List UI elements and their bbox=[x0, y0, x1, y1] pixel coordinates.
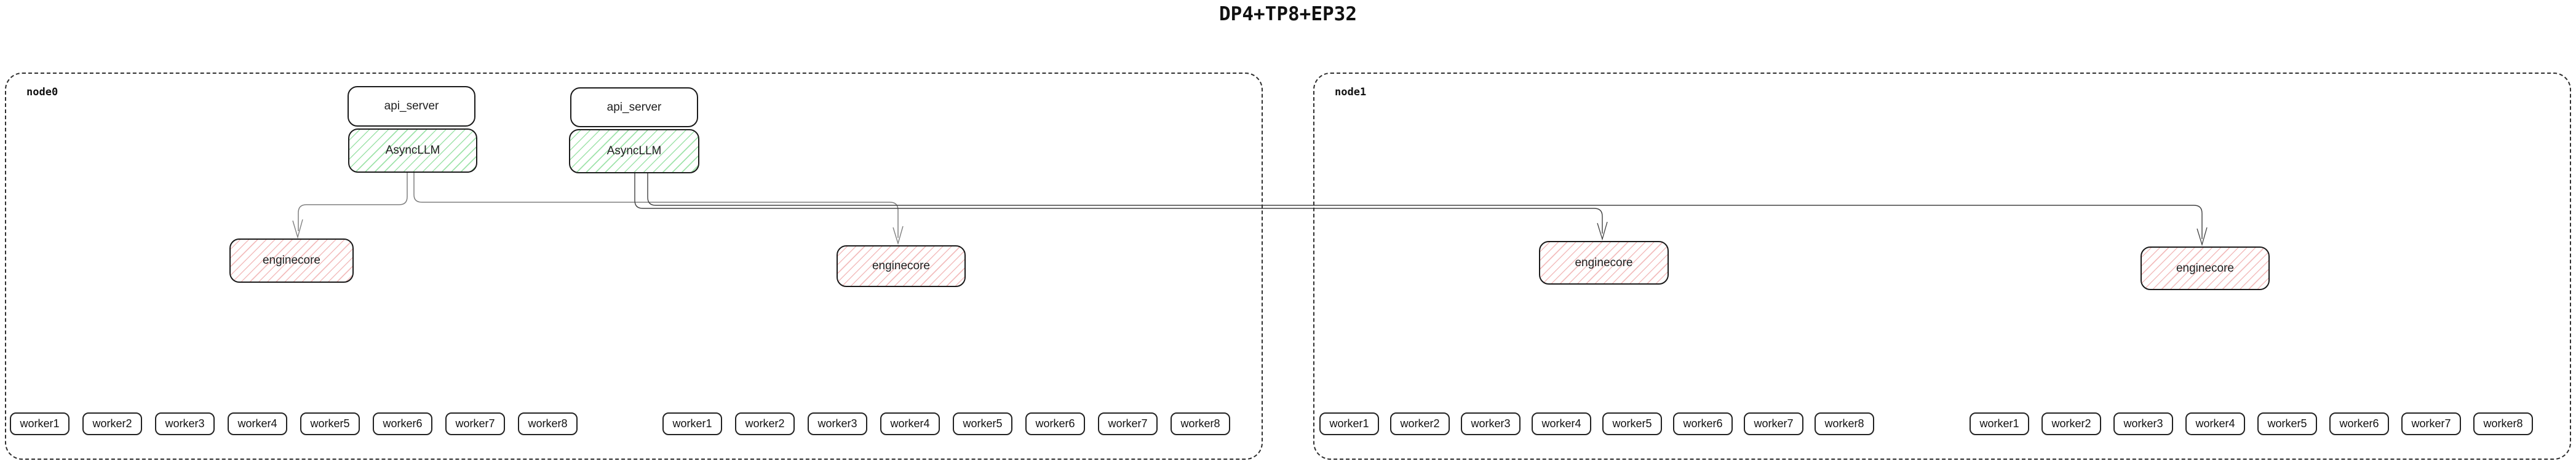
diagram-title: DP4+TP8+EP32 bbox=[1219, 3, 1357, 25]
worker-group-2: worker1 worker2 worker3 worker4 worker5 worke… bbox=[1319, 412, 1874, 435]
worker-group-1: worker1 worker2 worker3 worker4 worker5 worke… bbox=[662, 412, 1230, 435]
worker-chip: worker1 bbox=[10, 412, 70, 435]
asyncllm-0-box: AsyncLLM bbox=[348, 128, 477, 173]
worker-chip: worker8 bbox=[2473, 412, 2533, 435]
worker-chip: worker5 bbox=[953, 412, 1012, 435]
worker-chip: worker7 bbox=[1744, 412, 1803, 435]
worker-chip: worker7 bbox=[2401, 412, 2461, 435]
worker-chip: worker8 bbox=[518, 412, 578, 435]
worker-chip: worker3 bbox=[1461, 412, 1521, 435]
worker-chip: worker4 bbox=[2185, 412, 2245, 435]
worker-chip: worker4 bbox=[880, 412, 940, 435]
worker-chip: worker5 bbox=[300, 412, 360, 435]
worker-chip: worker6 bbox=[2329, 412, 2389, 435]
worker-group-3: worker1 worker2 worker3 worker4 worker5 worke… bbox=[1970, 412, 2533, 435]
worker-chip: worker3 bbox=[155, 412, 215, 435]
worker-chip: worker8 bbox=[1171, 412, 1230, 435]
node0-group: node0 bbox=[5, 73, 1263, 460]
worker-chip: worker2 bbox=[82, 412, 142, 435]
api-server-1-box: api_server bbox=[570, 87, 698, 127]
api-server-0-box: api_server bbox=[348, 86, 475, 127]
worker-chip: worker8 bbox=[1815, 412, 1874, 435]
node1-group: node1 bbox=[1313, 73, 2571, 460]
enginecore-2-box: enginecore bbox=[1539, 241, 1669, 285]
worker-chip: worker5 bbox=[2257, 412, 2317, 435]
node0-label: node0 bbox=[26, 86, 58, 98]
worker-chip: worker5 bbox=[1602, 412, 1662, 435]
worker-chip: worker2 bbox=[2041, 412, 2101, 435]
worker-chip: worker6 bbox=[373, 412, 432, 435]
worker-chip: worker7 bbox=[1098, 412, 1158, 435]
worker-chip: worker6 bbox=[1025, 412, 1085, 435]
node1-label: node1 bbox=[1335, 86, 1367, 98]
worker-group-0: worker1 worker2 worker3 worker4 worker5 worke… bbox=[10, 412, 578, 435]
enginecore-0-box: enginecore bbox=[229, 238, 354, 283]
enginecore-3-box: enginecore bbox=[2141, 246, 2270, 290]
worker-chip: worker1 bbox=[1970, 412, 2029, 435]
worker-chip: worker3 bbox=[2113, 412, 2173, 435]
worker-chip: worker1 bbox=[1319, 412, 1379, 435]
worker-chip: worker1 bbox=[662, 412, 722, 435]
asyncllm-1-box: AsyncLLM bbox=[569, 129, 699, 173]
worker-chip: worker4 bbox=[228, 412, 287, 435]
worker-chip: worker6 bbox=[1673, 412, 1733, 435]
enginecore-1-box: enginecore bbox=[837, 245, 966, 287]
worker-chip: worker2 bbox=[1390, 412, 1450, 435]
worker-chip: worker4 bbox=[1532, 412, 1591, 435]
worker-chip: worker2 bbox=[735, 412, 795, 435]
worker-chip: worker3 bbox=[808, 412, 867, 435]
worker-chip: worker7 bbox=[445, 412, 505, 435]
